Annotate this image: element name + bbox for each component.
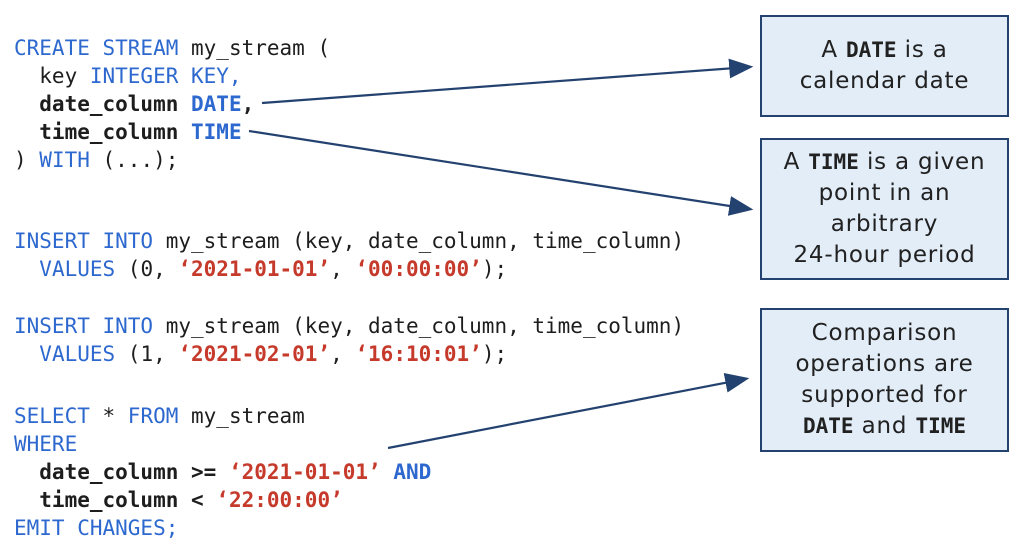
note-text-line: point in an [819,178,951,209]
note-text: 24-hour period [793,242,976,268]
note-text: point in an [818,180,951,206]
code-segment: ‘2021-01-01’ [178,257,331,281]
code-line: date_column DATE, [14,90,684,118]
note-text: calendar date [799,68,970,94]
note-text: is a given [858,149,986,175]
code-segment: TIME [191,120,242,144]
code-segment: my_stream [178,404,305,428]
note-inline-code: TIME [808,150,859,174]
code-line: WHERE [14,430,684,458]
code-segment: ‘00:00:00’ [355,257,482,281]
code-line: INSERT INTO my_stream (key, date_column,… [14,227,684,255]
note-text: A [821,37,846,63]
code-line: SELECT * FROM my_stream [14,402,684,430]
code-segment: time_column < [14,488,217,512]
note-text: operations are [795,351,974,377]
note-text-line: A TIME is a given [784,147,986,178]
code-segment: time_column [14,120,192,144]
code-segment: FROM [127,404,179,428]
note-text: and [853,413,916,439]
code-segment: DATE [191,92,242,116]
code-line: key INTEGER KEY, [14,62,684,90]
code-segment: INSERT INTO [14,314,154,338]
code-segment: INSERT INTO [14,229,154,253]
note-text-line: DATE and TIME [803,411,966,442]
code-segment: ); [481,342,508,366]
note-text-line: 24-hour period [793,240,975,271]
code-segment: SELECT [14,404,90,428]
code-line: EMIT CHANGES; [14,514,684,542]
code-segment: AND [393,460,432,484]
code-segment [381,460,394,484]
code-segment: my_stream (key, date_column, time_column… [153,314,685,338]
note-text: is a [896,37,948,63]
code-block-gap [14,368,684,402]
note-inline-code: DATE [845,38,897,62]
code-segment: INTEGER KEY, [89,64,242,88]
code-segment: my_stream (key, date_column, time_column… [153,229,685,253]
code-line: ) WITH (...); [14,146,684,174]
note-text: supported for [801,382,968,408]
note-inline-code: DATE [802,414,854,438]
code-segment [14,342,39,366]
note-text: A [783,149,809,175]
note-text-line: supported for [801,380,967,411]
code-segment: ‘2021-01-01’ [228,460,381,484]
note-inline-code: TIME [915,414,967,438]
note-text-line: arbitrary [831,209,938,240]
code-segment: date_column [14,92,192,116]
note-text-line: Comparison [812,318,958,349]
note-text-line: A DATE is a [821,35,947,66]
code-segment: (...); [89,148,179,172]
code-segment: * [89,404,128,428]
note-text-line: calendar date [800,66,970,97]
code-line: time_column TIME [14,118,684,146]
code-line: time_column < ‘22:00:00’ [14,486,684,514]
code-segment: , [241,92,255,116]
code-segment: VALUES [39,342,116,366]
code-line: INSERT INTO my_stream (key, date_column,… [14,312,684,340]
note-text-line: operations are [795,349,973,380]
code-block-gap [14,174,684,227]
note-text: Comparison [811,320,958,346]
sql-code-block: CREATE STREAM my_stream ( key INTEGER KE… [14,34,684,542]
code-segment: , [330,342,356,366]
note-text: arbitrary [830,211,939,237]
code-segment: WITH [39,148,90,172]
code-segment: (1, [115,342,179,366]
code-segment: ‘2021-02-01’ [178,342,331,366]
code-segment: ‘22:00:00’ [216,488,343,512]
code-segment: VALUES [39,257,116,281]
code-line: date_column >= ‘2021-01-01’ AND [14,458,684,486]
code-segment: date_column >= [14,460,229,484]
code-segment: my_stream ( [178,36,331,60]
code-segment: WHERE [14,432,78,456]
code-segment: (0, [115,257,179,281]
code-segment [14,257,39,281]
code-line: CREATE STREAM my_stream ( [14,34,684,62]
code-block-gap [14,283,684,312]
code-segment: ‘16:10:01’ [355,342,482,366]
code-line: VALUES (0, ‘2021-01-01’, ‘00:00:00’); [14,255,684,283]
code-segment: key [14,64,90,88]
code-segment: ); [481,257,508,281]
code-segment: , [330,257,356,281]
code-segment: ) [14,148,40,172]
code-line: VALUES (1, ‘2021-02-01’, ‘16:10:01’); [14,340,684,368]
code-segment: EMIT CHANGES; [14,516,179,540]
code-segment: CREATE STREAM [14,36,179,60]
